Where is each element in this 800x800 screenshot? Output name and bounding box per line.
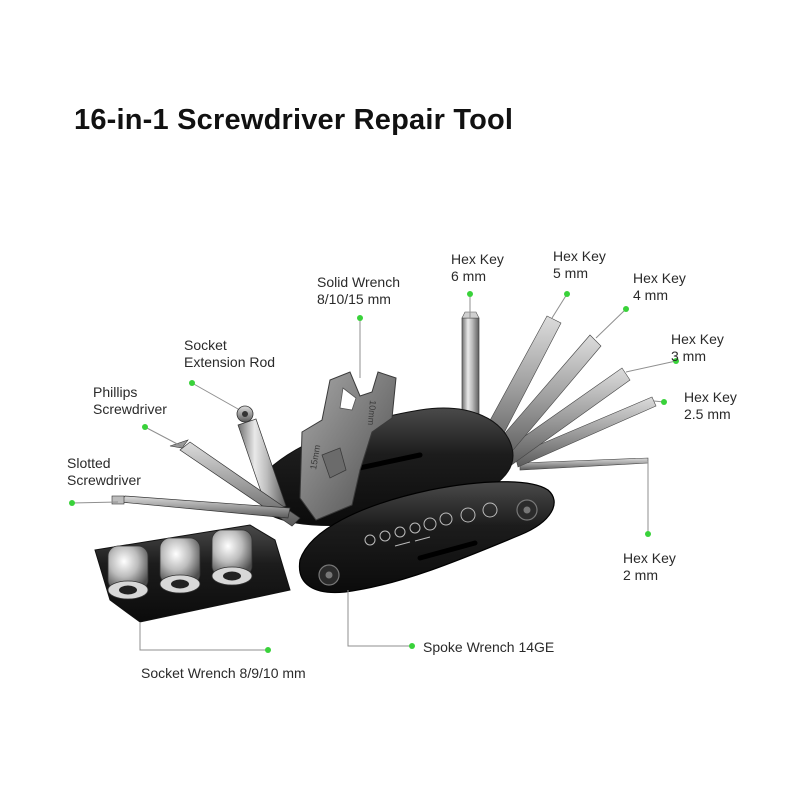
tool-body-front xyxy=(298,481,555,594)
dot-hex5 xyxy=(564,291,570,297)
dot-hex4 xyxy=(623,306,629,312)
leader-hex5 xyxy=(551,293,568,319)
label-spoke-wrench: Spoke Wrench 14GE xyxy=(423,639,555,655)
hex-key-2mm xyxy=(519,457,649,471)
socket-8mm xyxy=(107,545,149,600)
leader-spoke-wrench xyxy=(347,590,412,647)
leader-extension xyxy=(191,382,239,410)
phillips-screwdriver xyxy=(169,439,301,527)
socket-10mm xyxy=(211,529,253,586)
slotted-screwdriver xyxy=(111,495,291,519)
hex-key-2-5mm xyxy=(514,396,657,468)
dot-hex3 xyxy=(673,358,679,364)
leader-slotted xyxy=(71,501,119,504)
callout-dots xyxy=(69,291,679,653)
body-markings xyxy=(364,502,498,561)
dot-phillips xyxy=(142,424,148,430)
socket-extension-rod xyxy=(236,405,287,513)
wrench-marking-10mm: 10mm xyxy=(366,400,378,426)
wrench-marking-15mm: 15mm xyxy=(308,444,322,470)
leader-phillips xyxy=(144,426,184,448)
dot-hex25 xyxy=(661,399,667,405)
leader-socket-wrench xyxy=(139,622,268,651)
dot-socket-wrench xyxy=(265,647,271,653)
leader-hex4 xyxy=(595,308,627,339)
label-socket-wrench: Socket Wrench 8/9/10 mm xyxy=(141,665,306,681)
socket-block xyxy=(94,524,291,623)
leader-hex3 xyxy=(625,360,677,373)
dot-hex6 xyxy=(467,291,473,297)
solid-wrench: 10mm 15mm xyxy=(299,371,397,521)
socket-9mm xyxy=(159,537,201,594)
dot-slotted xyxy=(69,500,75,506)
dot-spoke-wrench xyxy=(409,643,415,649)
dot-hex2 xyxy=(645,531,651,537)
dot-solid-wrench xyxy=(357,315,363,321)
page-title: 16-in-1 Screwdriver Repair Tool xyxy=(74,104,514,136)
dot-extension xyxy=(189,380,195,386)
